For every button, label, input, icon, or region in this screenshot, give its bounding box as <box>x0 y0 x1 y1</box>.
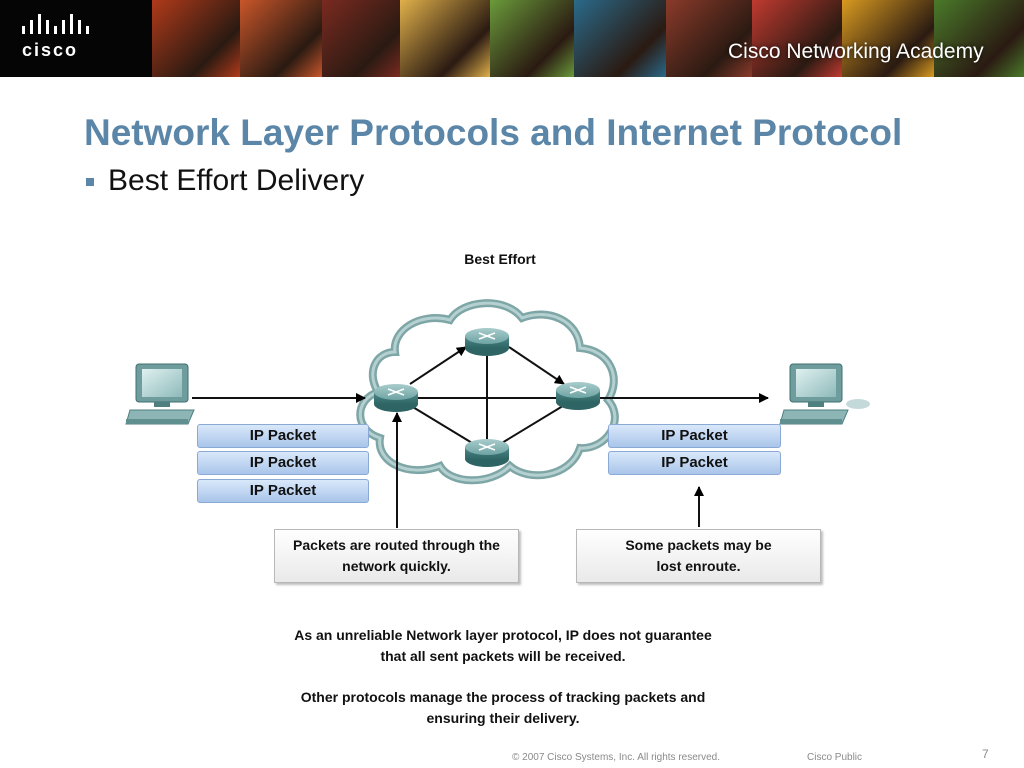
callout-line: network quickly. <box>342 558 451 574</box>
cisco-logo: cisco <box>0 0 152 77</box>
banner-photo <box>322 0 400 77</box>
bullet-text: Best Effort Delivery <box>108 164 365 197</box>
callout-line: Some packets may be <box>625 537 772 553</box>
banner-photo <box>842 0 934 77</box>
callout-packets-lost: Some packets may be lost enroute. <box>576 529 821 583</box>
ip-packet: IP Packet <box>608 424 781 448</box>
banner-photo <box>400 0 490 77</box>
banner-photo <box>240 0 322 77</box>
banner-photo <box>752 0 842 77</box>
router-icon <box>374 384 418 412</box>
bullet-item: Best Effort Delivery <box>86 163 364 199</box>
ip-packet: IP Packet <box>608 451 781 475</box>
caption-unreliable: As an unreliable Network layer protocol,… <box>230 625 776 667</box>
caption-line: ensuring their delivery. <box>426 710 580 726</box>
cisco-wordmark: cisco <box>22 40 79 60</box>
diagram-title: Best Effort <box>464 251 536 267</box>
callout-line: lost enroute. <box>656 558 741 574</box>
callout-routed-quickly: Packets are routed through the network q… <box>274 529 519 583</box>
slide-title: Network Layer Protocols and Internet Pro… <box>84 112 903 153</box>
footer-classification: Cisco Public <box>807 752 863 763</box>
footer-copyright: © 2007 Cisco Systems, Inc. All rights re… <box>512 752 721 763</box>
banner-photo <box>934 0 1024 77</box>
banner-photo <box>490 0 574 77</box>
banner-photo-strip <box>152 0 1024 77</box>
caption-line: As an unreliable Network layer protocol,… <box>294 627 712 643</box>
caption-line: that all sent packets will be received. <box>380 648 626 664</box>
callout-line: Packets are routed through the <box>293 537 500 553</box>
caption-line: Other protocols manage the process of tr… <box>300 689 706 705</box>
header-banner: cisco Cisco Networking Academy <box>0 0 1024 77</box>
computer-icon <box>125 363 195 425</box>
academy-wordmark: Cisco Networking Academy <box>728 40 984 63</box>
cisco-bridge-icon <box>22 14 89 34</box>
computer-icon <box>779 363 870 425</box>
ip-packet: IP Packet <box>197 424 369 448</box>
page-number: 7 <box>982 747 989 761</box>
ip-packet: IP Packet <box>197 451 369 475</box>
banner-photo <box>574 0 666 77</box>
ip-packet: IP Packet <box>197 479 369 503</box>
banner-photo <box>666 0 752 77</box>
bullet-square-icon <box>86 178 94 186</box>
caption-other-protocols: Other protocols manage the process of tr… <box>230 687 776 729</box>
banner-photo <box>152 0 240 77</box>
router-icon <box>465 439 509 467</box>
router-icon <box>556 382 600 410</box>
router-icon <box>465 328 509 356</box>
